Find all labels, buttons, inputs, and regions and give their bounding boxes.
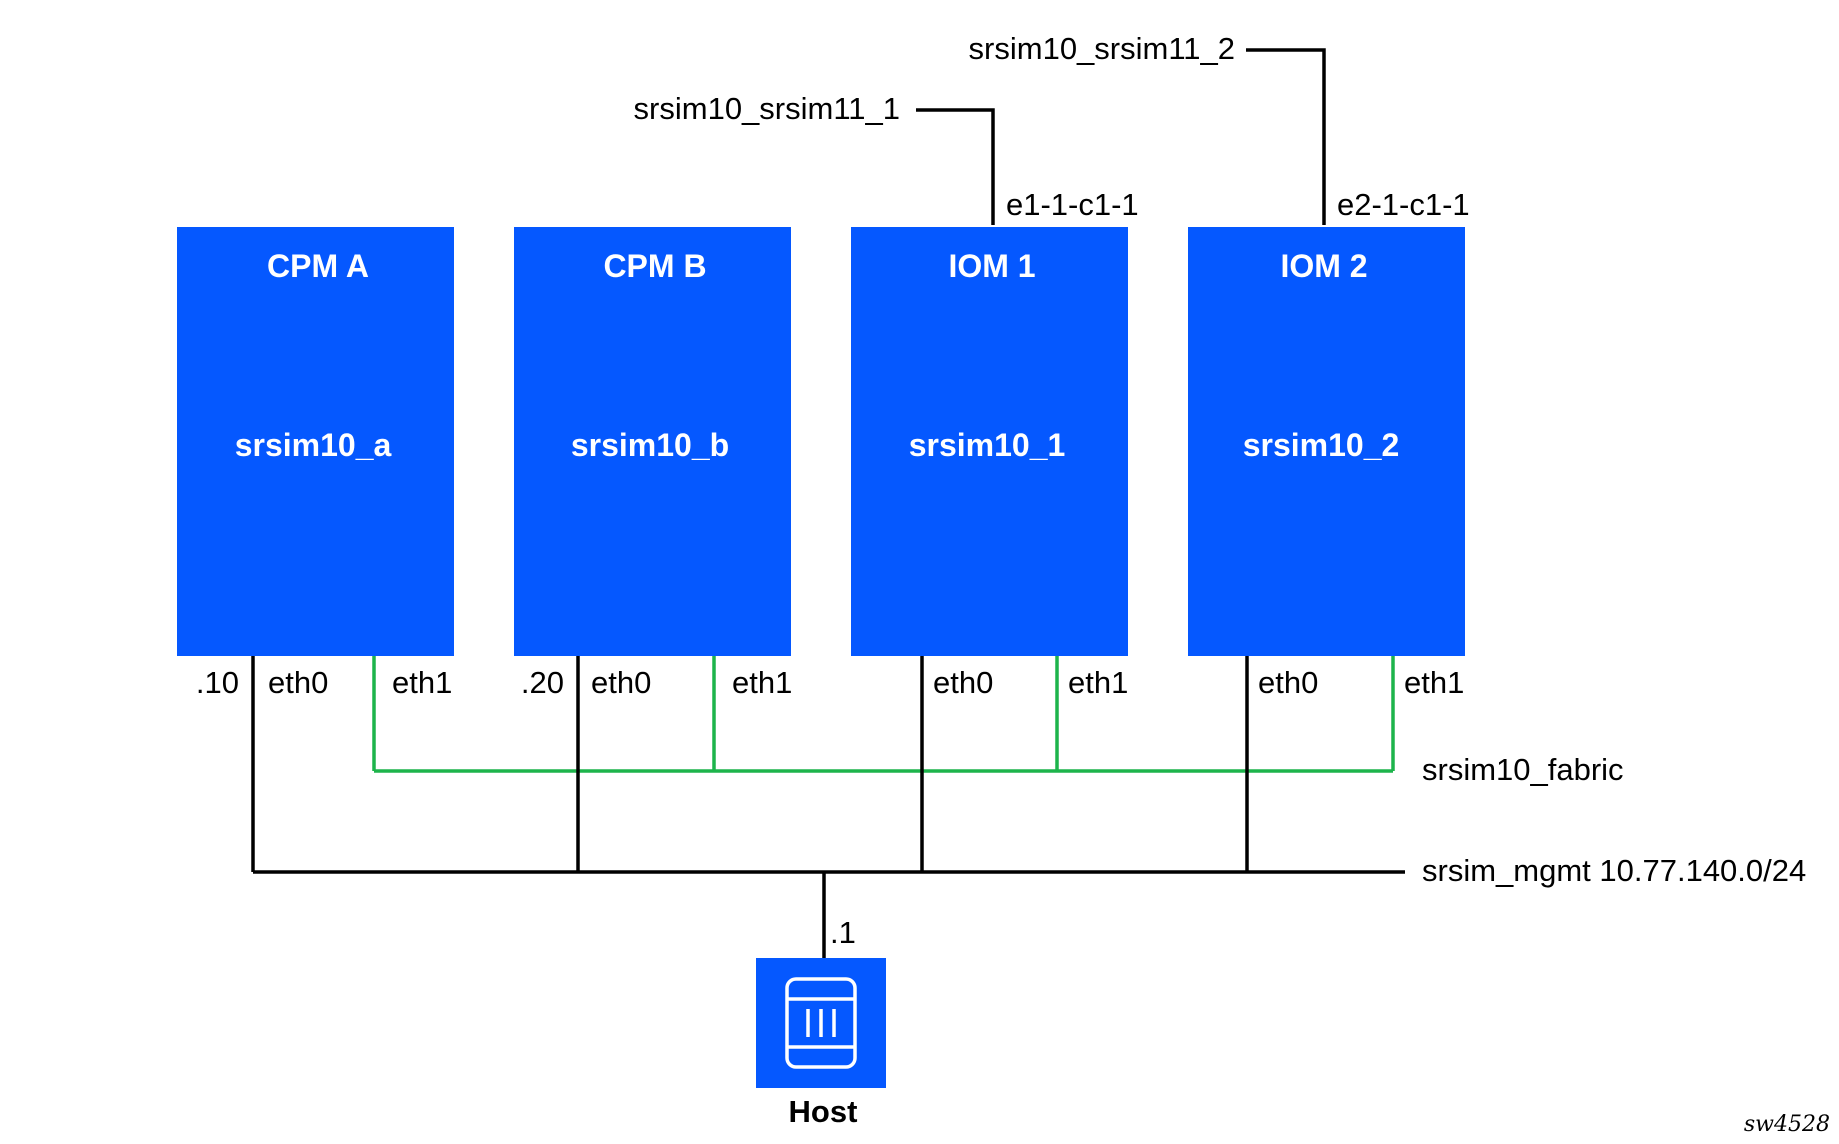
- eth0-label-cpm-b: eth0: [591, 665, 651, 700]
- eth0-label-cpm-a: eth0: [268, 665, 328, 700]
- card-iom-2: IOM 2 srsim10_2: [1188, 227, 1465, 656]
- host-node: [756, 958, 886, 1088]
- addr-label-cpm-b: .20: [521, 665, 564, 700]
- card-cpm-a: CPM A srsim10_a: [177, 227, 454, 656]
- addr-label-cpm-a: .10: [196, 665, 239, 700]
- card-name: srsim10_b: [571, 427, 729, 463]
- card-title: IOM 2: [1280, 248, 1367, 284]
- server-icon: [785, 977, 857, 1069]
- uplink-label-iom-1: srsim10_srsim11_1: [634, 91, 900, 126]
- eth1-label-cpm-a: eth1: [392, 665, 452, 700]
- fabric-network: [372, 655, 1395, 773]
- eth0-label-iom-2: eth0: [1258, 665, 1318, 700]
- card-name: srsim10_a: [235, 427, 392, 463]
- card-title: CPM B: [603, 248, 706, 284]
- eth0-label-iom-1: eth0: [933, 665, 993, 700]
- fabric-network-label: srsim10_fabric: [1422, 752, 1624, 787]
- host-label: Host: [789, 1094, 858, 1129]
- card-iom-1: IOM 1 srsim10_1: [851, 227, 1128, 656]
- mgmt-network-label: srsim_mgmt 10.77.140.0/24: [1422, 853, 1806, 888]
- eth1-label-iom-1: eth1: [1068, 665, 1128, 700]
- eth1-label-iom-2: eth1: [1404, 665, 1464, 700]
- card-name: srsim10_2: [1243, 427, 1400, 463]
- card-title: IOM 1: [948, 248, 1035, 284]
- card-cpm-b: CPM B srsim10_b: [514, 227, 791, 656]
- eth1-label-cpm-b: eth1: [732, 665, 792, 700]
- host-addr-label: .1: [830, 915, 856, 950]
- figure-tag: sw4528: [1744, 1112, 1830, 1137]
- port-label-iom-2: e2-1-c1-1: [1337, 187, 1470, 222]
- card-name: srsim10_1: [909, 427, 1066, 463]
- uplink-line-iom-2: [1246, 48, 1326, 225]
- uplink-line-iom-1: [916, 108, 995, 225]
- port-label-iom-1: e1-1-c1-1: [1006, 187, 1139, 222]
- card-title: CPM A: [267, 248, 369, 284]
- mgmt-network: [251, 655, 1405, 958]
- uplink-label-iom-2: srsim10_srsim11_2: [969, 31, 1235, 66]
